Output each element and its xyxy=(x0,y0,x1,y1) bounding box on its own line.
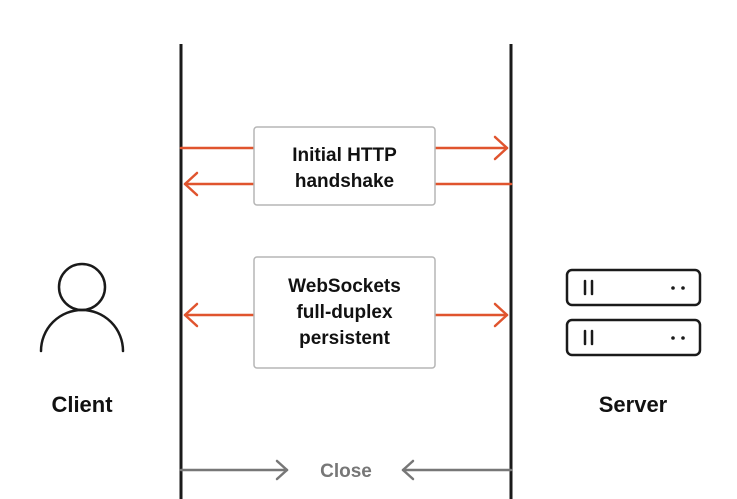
websocket-bidirectional-arrow xyxy=(183,302,509,328)
websockets-label-line3: persistent xyxy=(299,328,390,349)
handshake-label-line2: handshake xyxy=(295,171,394,192)
server-icon xyxy=(565,268,702,357)
close-arrow-left xyxy=(401,459,513,481)
server-label: Server xyxy=(599,392,668,417)
websockets-label-line2: full-duplex xyxy=(296,302,392,323)
websockets-box xyxy=(253,256,436,369)
handshake-label-line1: Initial HTTP xyxy=(292,145,397,166)
close-label: Close xyxy=(320,461,372,482)
client-label: Client xyxy=(51,392,113,417)
user-icon xyxy=(39,262,125,353)
handshake-response-arrow xyxy=(183,171,513,197)
websockets-label-line1: WebSockets xyxy=(288,276,401,297)
server-status-dots xyxy=(671,286,685,340)
handshake-box xyxy=(253,126,436,206)
handshake-request-arrow xyxy=(179,135,509,161)
close-arrow-right xyxy=(179,459,289,481)
